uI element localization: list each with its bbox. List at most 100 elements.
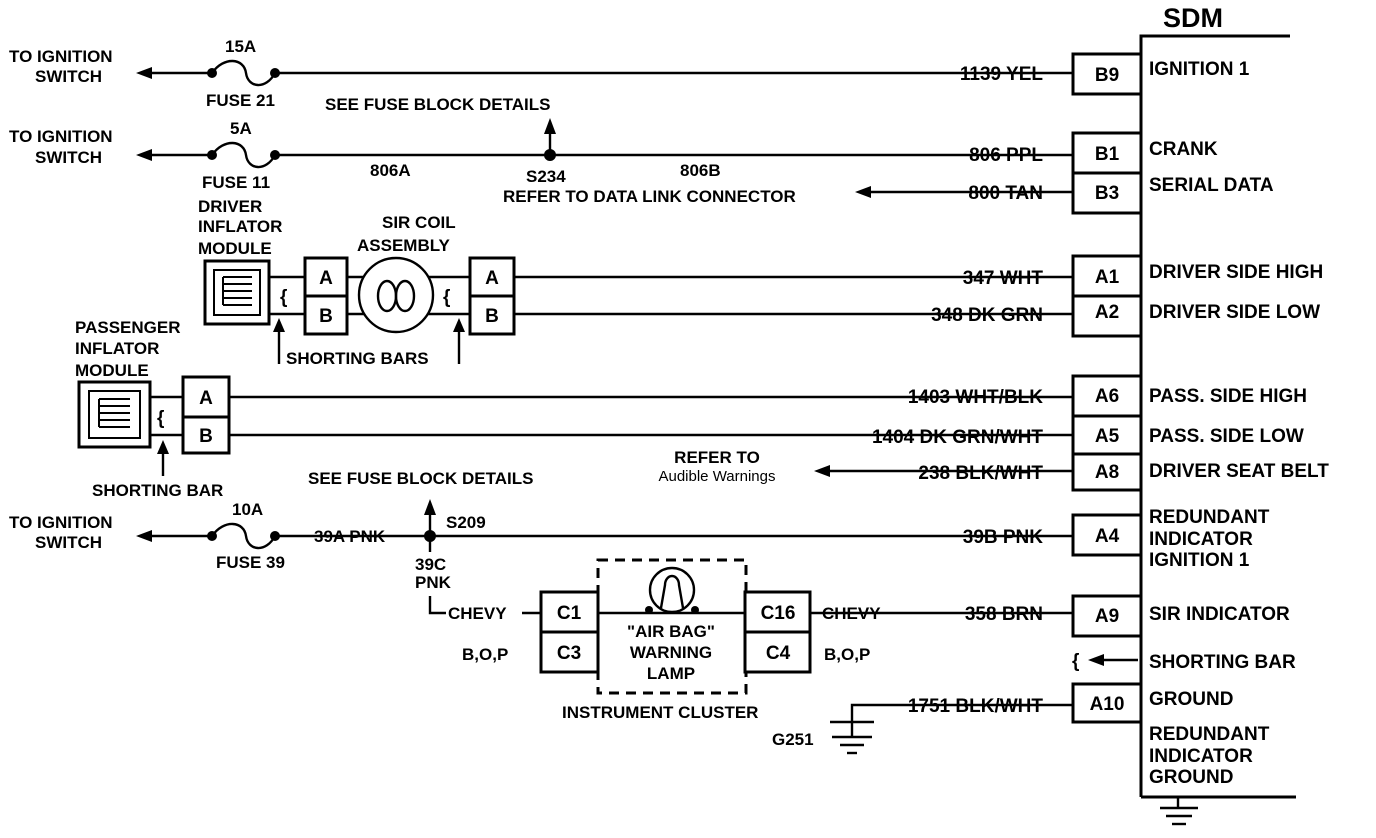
svg-text:MODULE: MODULE [198, 239, 272, 258]
pin-id: A4 [1095, 526, 1120, 547]
connector-pin [1071, 374, 1143, 418]
splice-label: S234 [526, 167, 566, 186]
svg-text:SHORTING BAR: SHORTING BAR [92, 481, 223, 500]
shorting-bar-brace: { [1072, 651, 1079, 672]
shorting-bar-brace: { [280, 287, 287, 308]
sdm-pin-b1: B1 806 PPL CRANK [275, 131, 1218, 175]
svg-text:SHORTING BARS: SHORTING BARS [286, 349, 429, 368]
driver-inflator-module: DRIVER INFLATOR MODULE { [198, 197, 305, 326]
wire-label: 347 WHT [963, 268, 1044, 289]
wire-label: 1404 DK GRN/WHT [872, 427, 1043, 448]
svg-text:REFER TO: REFER TO [674, 448, 760, 467]
circuit-label: INDICATOR [1149, 529, 1253, 550]
pin-c3: C3 [557, 643, 581, 664]
passenger-inflator-module: PASSENGER INFLATOR MODULE { [75, 318, 183, 449]
fuse-block-note: SEE FUSE BLOCK DETAILS [308, 469, 533, 488]
circuit-label: PASS. SIDE HIGH [1149, 386, 1307, 407]
circuit-label: IGNITION 1 [1149, 550, 1250, 571]
bop-label: B,O,P [824, 645, 870, 664]
svg-text:SWITCH: SWITCH [35, 533, 102, 552]
svg-text:SWITCH: SWITCH [35, 67, 102, 86]
chevy-label: CHEVY [448, 604, 507, 623]
wire-label: 806 PPL [969, 145, 1043, 166]
sdm-redundant-ground-label: REDUNDANT INDICATOR GROUND [1149, 724, 1270, 788]
connector-pin [1071, 414, 1143, 456]
wire-label: 358 BRN [965, 604, 1043, 625]
bop-label: B,O,P [462, 645, 508, 664]
circuit-label: SIR INDICATOR [1149, 604, 1290, 625]
sdm-pin-a8: A8 238 BLK/WHT DRIVER SEAT BELT [814, 452, 1329, 492]
connector-pin [1071, 513, 1143, 557]
wire-label-39c: 39C [415, 555, 446, 574]
chevy-label: CHEVY [822, 604, 881, 623]
circuit-label: CRANK [1149, 139, 1218, 160]
svg-text:WARNING: WARNING [630, 643, 712, 662]
svg-text:INDICATOR: INDICATOR [1149, 746, 1253, 767]
svg-text:INFLATOR: INFLATOR [75, 339, 159, 358]
wire-label: 1751 BLK/WHT [908, 696, 1044, 717]
pin-a: A [199, 388, 213, 409]
sdm-title: SDM [1163, 3, 1223, 33]
ignition-feed-fuse-11: TO IGNITION SWITCH 5A FUSE 11 [9, 119, 280, 192]
driver-connector: A B [303, 256, 349, 336]
sdm-pin-a5: A5 1404 DK GRN/WHT PASS. SIDE LOW [229, 414, 1304, 456]
sdm-pin-a6: A6 1403 WHT/BLK PASS. SIDE HIGH [229, 374, 1307, 418]
wire-label-39c: PNK [415, 573, 452, 592]
driver-shorting-bars-label: SHORTING BARS [273, 318, 465, 368]
wire-label: 238 BLK/WHT [918, 463, 1043, 484]
pin-b: B [199, 426, 213, 447]
sdm-pin-a2: A2 348 DK GRN DRIVER SIDE LOW [514, 294, 1320, 338]
sir-coil-assembly: SIR COIL ASSEMBLY { [347, 213, 470, 334]
ignition-feed-fuse-39: TO IGNITION SWITCH 10A FUSE 39 39A PNK [9, 500, 386, 572]
svg-text:ASSEMBLY: ASSEMBLY [357, 236, 451, 255]
fuse-amperage: 15A [225, 37, 256, 56]
connector-pin [1071, 254, 1143, 298]
pin-c4: C4 [766, 643, 791, 664]
svg-text:TO IGNITION: TO IGNITION [9, 513, 113, 532]
connector-pin [1071, 452, 1143, 492]
ground-label: G251 [772, 730, 814, 749]
wire-label: 39B PNK [963, 527, 1044, 548]
pin-id: B9 [1095, 65, 1119, 86]
pin-id: B1 [1095, 144, 1120, 165]
connector-pin [1071, 294, 1143, 338]
pin-id: A2 [1095, 302, 1119, 323]
circuit-label: IGNITION 1 [1149, 59, 1250, 80]
fuse-block-note: SEE FUSE BLOCK DETAILS [325, 95, 550, 114]
fuse-label: FUSE 11 [202, 173, 270, 192]
wire-label-806a: 806A [370, 161, 411, 180]
sdm-pin-a9: A9 358 BRN SIR INDICATOR [810, 594, 1290, 638]
svg-text:"AIR BAG": "AIR BAG" [627, 622, 715, 641]
wire-label: 800 TAN [968, 183, 1043, 204]
splice-s209: SEE FUSE BLOCK DETAILS S209 39C PNK [308, 469, 533, 615]
cluster-connector-left: CHEVY C1 C3 B,O,P [448, 590, 600, 674]
sdm-shorting-bar: { SHORTING BAR [1072, 651, 1296, 673]
svg-text:INFLATOR: INFLATOR [198, 217, 282, 236]
svg-text:Audible Warnings: Audible Warnings [658, 468, 775, 485]
connector-pin [1071, 52, 1143, 96]
pin-b: B [485, 306, 499, 327]
sdm-pin-b3: B3 800 TAN SERIAL DATA [855, 171, 1274, 215]
ignition-feed-fuse-21: TO IGNITION SWITCH 15A FUSE 21 [9, 37, 280, 110]
wire-label-806b: 806B [680, 161, 721, 180]
pin-id: A5 [1095, 426, 1120, 447]
fuse-amperage: 10A [232, 500, 263, 519]
fuse-amperage: 5A [230, 119, 252, 138]
passenger-shorting-bar-label: SHORTING BAR [92, 440, 223, 500]
pin-a: A [319, 268, 333, 289]
circuit-label: DRIVER SIDE LOW [1149, 302, 1320, 323]
circuit-label: REDUNDANT [1149, 507, 1270, 528]
svg-text:SWITCH: SWITCH [35, 148, 102, 167]
air-bag-warning-lamp: "AIR BAG" WARNING LAMP [598, 566, 745, 683]
pin-b: B [319, 306, 333, 327]
svg-text:REDUNDANT: REDUNDANT [1149, 724, 1270, 745]
svg-text:PASSENGER: PASSENGER [75, 318, 181, 337]
circuit-label: DRIVER SEAT BELT [1149, 461, 1329, 482]
pin-c1: C1 [557, 603, 582, 624]
fuse-label: FUSE 21 [206, 91, 275, 110]
pin-id: A9 [1095, 606, 1119, 627]
circuit-label: PASS. SIDE LOW [1149, 426, 1304, 447]
svg-text:DRIVER: DRIVER [198, 197, 262, 216]
wire-label: 348 DK GRN [931, 305, 1043, 326]
svg-text:TO IGNITION: TO IGNITION [9, 127, 113, 146]
